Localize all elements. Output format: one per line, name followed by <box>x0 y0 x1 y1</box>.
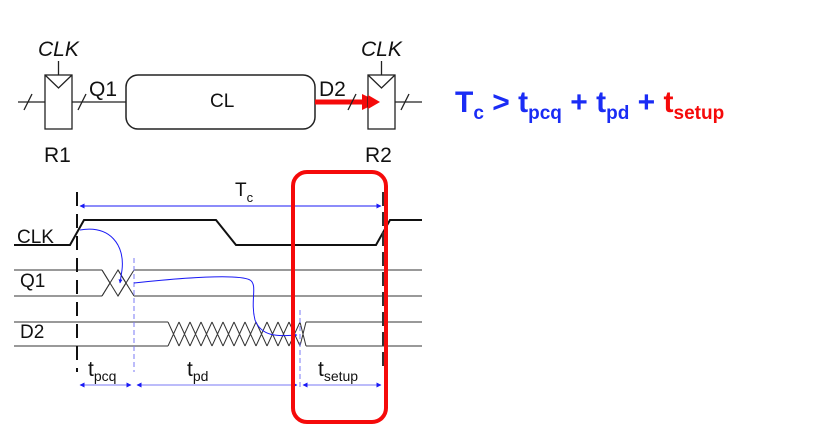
register-r2: CLK D2 R2 <box>315 38 422 167</box>
setup-time-highlight-box <box>291 170 388 424</box>
clk-to-q1-causal-arrow <box>79 228 123 284</box>
formula-tpd: t <box>596 86 607 119</box>
bus-slash-icon <box>400 93 410 111</box>
bus-slash-icon <box>347 93 357 111</box>
r1-box <box>44 74 73 130</box>
bus-slash-icon <box>23 93 33 111</box>
tsetup-label: tsetup <box>318 358 358 384</box>
formula-lhs: T <box>455 86 474 119</box>
clk-waveform <box>14 219 422 246</box>
q1-label: Q1 <box>89 78 117 101</box>
q1-to-d2-causal-arrow <box>133 276 298 338</box>
clock-triangle-icon <box>367 74 396 89</box>
formula-tpcq: t <box>518 86 529 119</box>
setup-time-constraint-formula: Tc > tpcq + tpd + tsetup <box>455 86 725 124</box>
signal-label-clk: CLK <box>17 227 54 248</box>
clock-triangle-icon <box>44 74 73 89</box>
d2-label: D2 <box>319 78 346 101</box>
r2-clk-label: CLK <box>361 38 403 61</box>
register-r1: CLK Q1 R1 <box>18 38 126 167</box>
tpcq-label: tpcq <box>88 358 116 384</box>
r2-name-label: R2 <box>365 144 392 167</box>
combinational-logic: CL <box>125 74 316 130</box>
r1-clk-label: CLK <box>38 38 80 61</box>
tpd-label: tpd <box>187 358 208 384</box>
formula-tsetup: tsetup <box>663 86 725 124</box>
signal-label-d2: D2 <box>20 322 44 343</box>
d2-waveform <box>14 321 422 347</box>
d2-uncertain-region <box>167 321 307 347</box>
logic-label: CL <box>210 91 234 112</box>
q1-waveform <box>14 269 422 297</box>
bus-slash-icon <box>77 93 87 111</box>
signal-label-q1: Q1 <box>20 271 45 292</box>
period-label: Tc <box>235 180 254 205</box>
critical-path-arrow-icon <box>368 95 380 109</box>
r1-name-label: R1 <box>44 144 71 167</box>
